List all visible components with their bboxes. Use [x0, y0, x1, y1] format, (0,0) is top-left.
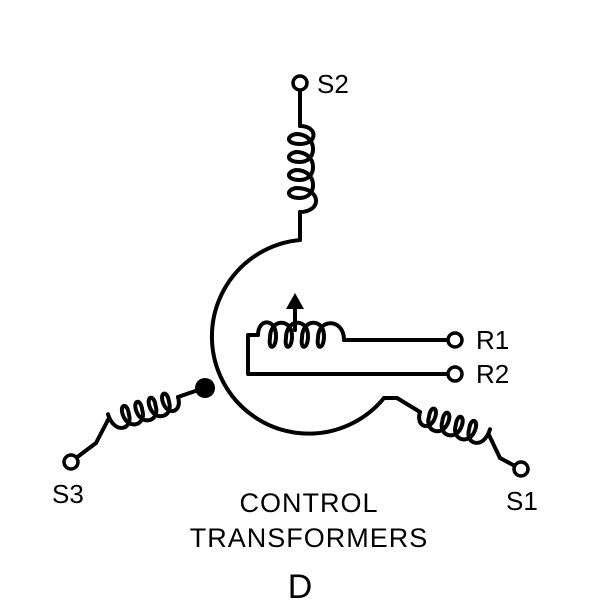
caption-line-2: TRANSFORMERS	[190, 523, 429, 553]
neutral-junction-dot	[195, 378, 215, 398]
label-r2: R2	[476, 359, 509, 389]
rotor-winding	[246, 293, 464, 383]
terminal-s3	[62, 453, 80, 471]
terminal-s1	[512, 460, 530, 478]
rotor-coil	[256, 320, 346, 349]
coil-s1	[417, 406, 493, 445]
coil-s2	[287, 124, 318, 214]
caption-line-1: CONTROL	[239, 488, 378, 518]
coil-s3	[105, 391, 181, 430]
terminal-s2	[291, 74, 309, 92]
label-s2: S2	[317, 69, 349, 99]
terminal-r2	[446, 365, 464, 383]
stator-frame-arc	[209, 238, 386, 436]
winding-s2	[287, 74, 318, 242]
winding-s3	[62, 386, 206, 471]
label-s3: S3	[52, 479, 84, 509]
figure-letter: D	[288, 568, 313, 606]
terminal-r1	[446, 331, 464, 349]
winding-s1	[382, 396, 530, 478]
rotor-arrow-icon	[286, 293, 304, 309]
label-s1: S1	[506, 486, 538, 516]
label-r1: R1	[476, 325, 509, 355]
